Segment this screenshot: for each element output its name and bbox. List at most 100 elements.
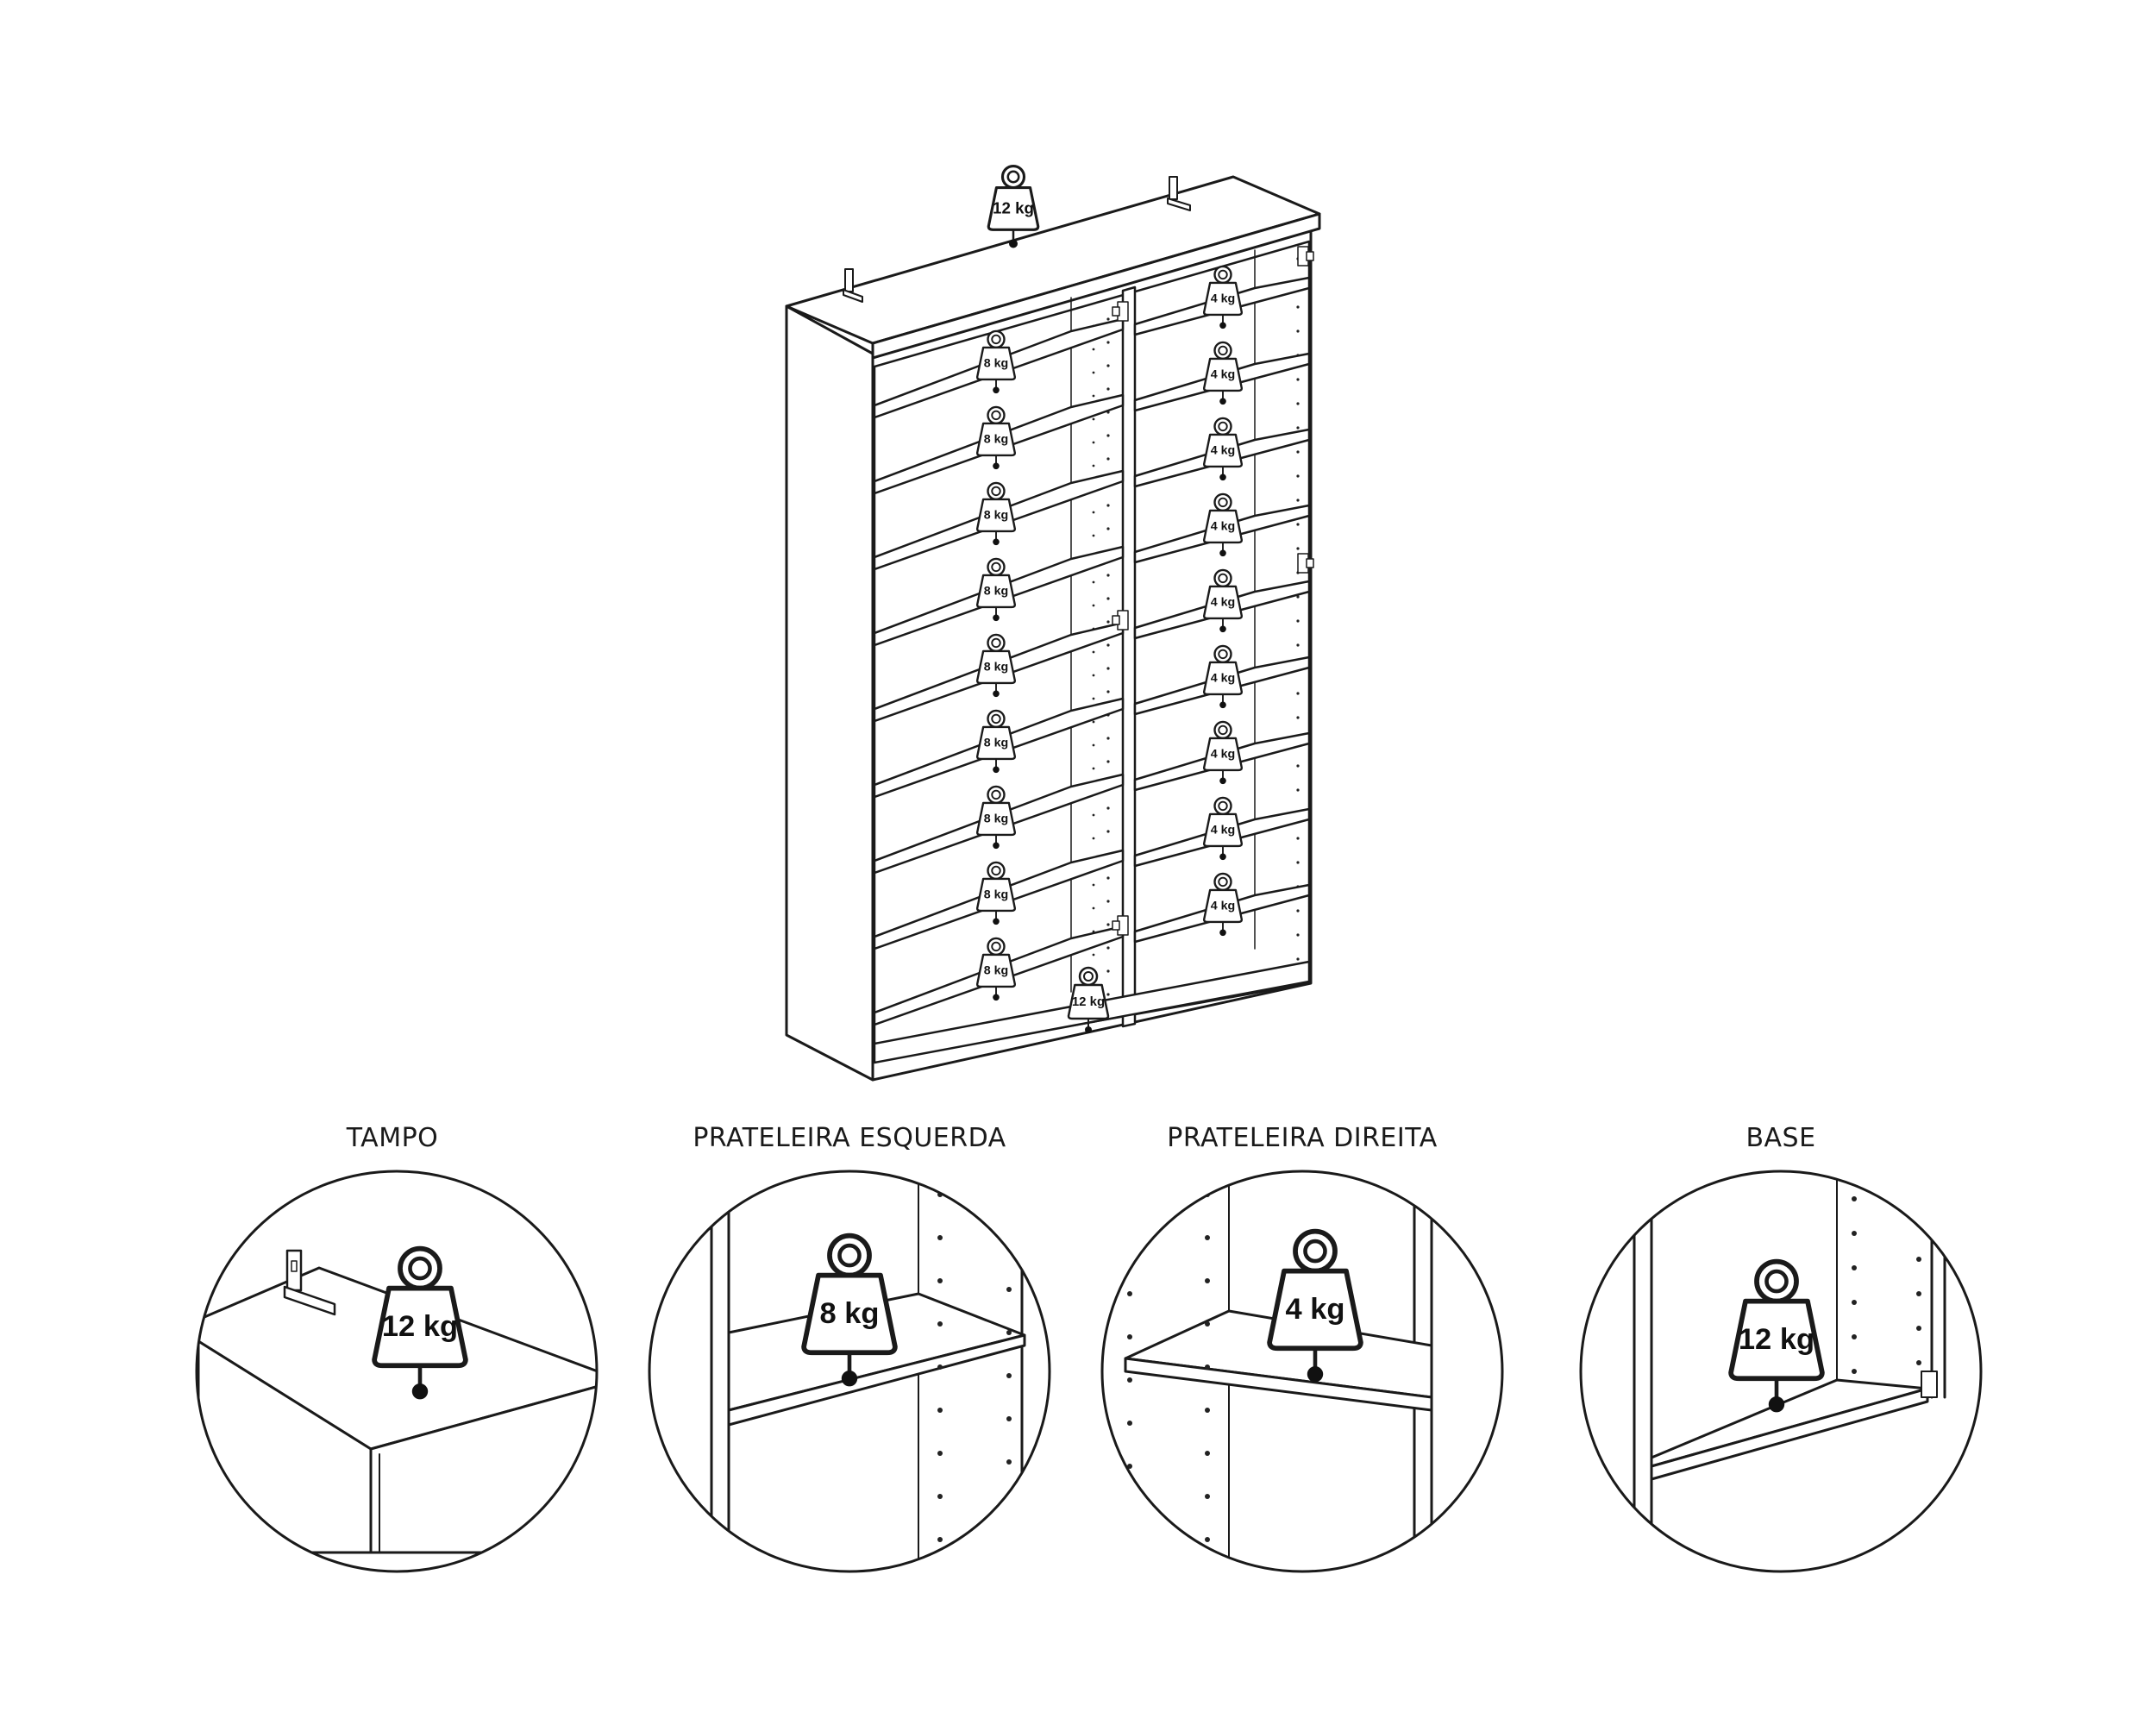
load-value: 8 kg bbox=[984, 737, 1009, 750]
pin-hole bbox=[1916, 1326, 1921, 1331]
pin-hole bbox=[1092, 813, 1095, 817]
pin-hole bbox=[1006, 1546, 1012, 1551]
detail-label-base: BASE bbox=[1745, 1123, 1815, 1153]
load-value: 8 kg bbox=[984, 509, 1009, 523]
weight-icon-right-shelf: 4 kg bbox=[1202, 872, 1244, 937]
shelving-unit-drawing: 12 kg8 kg8 kg8 kg8 kg8 kg8 kg8 kg8 kg8 k… bbox=[785, 164, 1321, 1082]
pin-hole bbox=[1106, 737, 1110, 740]
pin-hole bbox=[937, 1537, 943, 1542]
pin-hole bbox=[1106, 876, 1110, 880]
weight-icon-left-shelf: 8 kg bbox=[975, 329, 1017, 394]
pin-hole bbox=[1205, 1494, 1210, 1499]
load-value: 4 kg bbox=[1285, 1293, 1344, 1326]
weight-icon-right-shelf: 4 kg bbox=[1202, 492, 1244, 557]
weight-icon-prateleira-esquerda: 8 kg bbox=[801, 1233, 898, 1387]
detail-label-prateleira-direita: PRATELEIRA DIREITA bbox=[1167, 1123, 1438, 1153]
weight-icon-right-shelf: 4 kg bbox=[1202, 796, 1244, 861]
load-value: 12 kg bbox=[1072, 994, 1105, 1009]
weight-icon-left-shelf: 8 kg bbox=[975, 633, 1017, 698]
pin-hole bbox=[1916, 1188, 1921, 1193]
pin-hole bbox=[1106, 923, 1110, 926]
pin-hole bbox=[1106, 364, 1110, 367]
load-value: 12 kg bbox=[1739, 1323, 1814, 1356]
pin-hole bbox=[937, 1364, 943, 1370]
pin-hole bbox=[1106, 597, 1110, 600]
weight-icon-top: 12 kg bbox=[987, 164, 1040, 248]
pin-hole bbox=[1106, 667, 1110, 670]
load-value: 8 kg bbox=[819, 1297, 879, 1330]
pin-hole bbox=[1296, 595, 1300, 599]
weight-icon-base: 12 kg bbox=[1728, 1258, 1825, 1413]
pin-hole bbox=[1006, 1287, 1012, 1292]
hinge-icon bbox=[1112, 915, 1129, 936]
pin-hole bbox=[1106, 900, 1110, 903]
load-value: 4 kg bbox=[1211, 596, 1236, 610]
left-side-panel bbox=[785, 304, 874, 1082]
pin-hole bbox=[1296, 523, 1300, 526]
pin-hole bbox=[1006, 1330, 1012, 1335]
pin-hole bbox=[1106, 830, 1110, 833]
detail-circle-prateleira-direita bbox=[1100, 1170, 1504, 1573]
pin-hole bbox=[1006, 1373, 1012, 1378]
detail-label-prateleira-esquerda: PRATELEIRA ESQUERDA bbox=[693, 1123, 1006, 1153]
load-value: 8 kg bbox=[984, 585, 1009, 599]
pin-hole bbox=[1852, 1231, 1857, 1236]
pin-hole bbox=[1296, 426, 1300, 430]
shelf-pin-holes bbox=[1852, 1188, 1921, 1374]
pin-hole bbox=[1205, 1364, 1210, 1370]
pin-hole bbox=[1106, 993, 1110, 996]
pin-hole bbox=[1006, 1459, 1012, 1465]
top-panel-edge bbox=[871, 212, 1321, 360]
load-value: 4 kg bbox=[1211, 520, 1236, 534]
pin-hole bbox=[1296, 692, 1300, 695]
weight-icon-left-shelf: 8 kg bbox=[975, 557, 1017, 622]
pin-hole bbox=[1296, 474, 1300, 478]
shelf-pin-holes bbox=[1092, 257, 1300, 1003]
weight-icon-tampo: 12 kg bbox=[372, 1245, 468, 1400]
load-value: 4 kg bbox=[1211, 824, 1236, 837]
pin-hole bbox=[1092, 348, 1095, 351]
load-value: 8 kg bbox=[984, 964, 1009, 978]
load-value: 4 kg bbox=[1211, 900, 1236, 913]
pin-hole bbox=[1092, 464, 1095, 467]
pin-hole bbox=[1205, 1235, 1210, 1240]
pin-hole bbox=[937, 1494, 943, 1499]
pin-hole bbox=[1205, 1537, 1210, 1542]
pin-hole bbox=[1092, 394, 1095, 398]
detail-circle-base bbox=[1579, 1170, 1983, 1573]
detail-circle-tampo bbox=[195, 1170, 599, 1573]
load-value: 8 kg bbox=[984, 357, 1009, 371]
pin-hole bbox=[1092, 650, 1095, 654]
pin-hole bbox=[1127, 1377, 1132, 1383]
pin-hole bbox=[1106, 574, 1110, 577]
pin-hole bbox=[1092, 767, 1095, 770]
pin-hole bbox=[1296, 499, 1300, 502]
hinge-icon bbox=[1112, 610, 1129, 630]
pin-hole bbox=[1106, 527, 1110, 530]
pin-hole bbox=[1296, 402, 1300, 405]
wall-bracket-icon bbox=[843, 268, 863, 303]
pin-hole bbox=[1296, 450, 1300, 454]
pin-hole bbox=[1205, 1408, 1210, 1413]
pin-hole bbox=[1106, 806, 1110, 810]
weight-icon-left-shelf: 8 kg bbox=[975, 709, 1017, 774]
pin-hole bbox=[1092, 580, 1095, 584]
weight-icon-right-shelf: 4 kg bbox=[1202, 568, 1244, 633]
weight-icon-left-shelf: 8 kg bbox=[975, 937, 1017, 1001]
pin-hole bbox=[1092, 743, 1095, 747]
cabinet-load-labels: 12 kg8 kg8 kg8 kg8 kg8 kg8 kg8 kg8 kg8 k… bbox=[975, 164, 1244, 1033]
pin-hole bbox=[1106, 434, 1110, 437]
pin-hole bbox=[937, 1408, 943, 1413]
load-value: 4 kg bbox=[1211, 672, 1236, 686]
pin-hole bbox=[1092, 417, 1095, 421]
pin-hole bbox=[937, 1451, 943, 1456]
pin-hole bbox=[1852, 1196, 1857, 1201]
weight-icon-right-shelf: 4 kg bbox=[1202, 341, 1244, 405]
pin-hole bbox=[1127, 1248, 1132, 1253]
detail-label-tampo: TAMPO bbox=[346, 1123, 439, 1153]
load-value: 4 kg bbox=[1211, 368, 1236, 382]
pin-hole bbox=[1092, 837, 1095, 840]
pin-hole bbox=[1106, 387, 1110, 391]
wall-bracket-icon bbox=[283, 1249, 336, 1316]
